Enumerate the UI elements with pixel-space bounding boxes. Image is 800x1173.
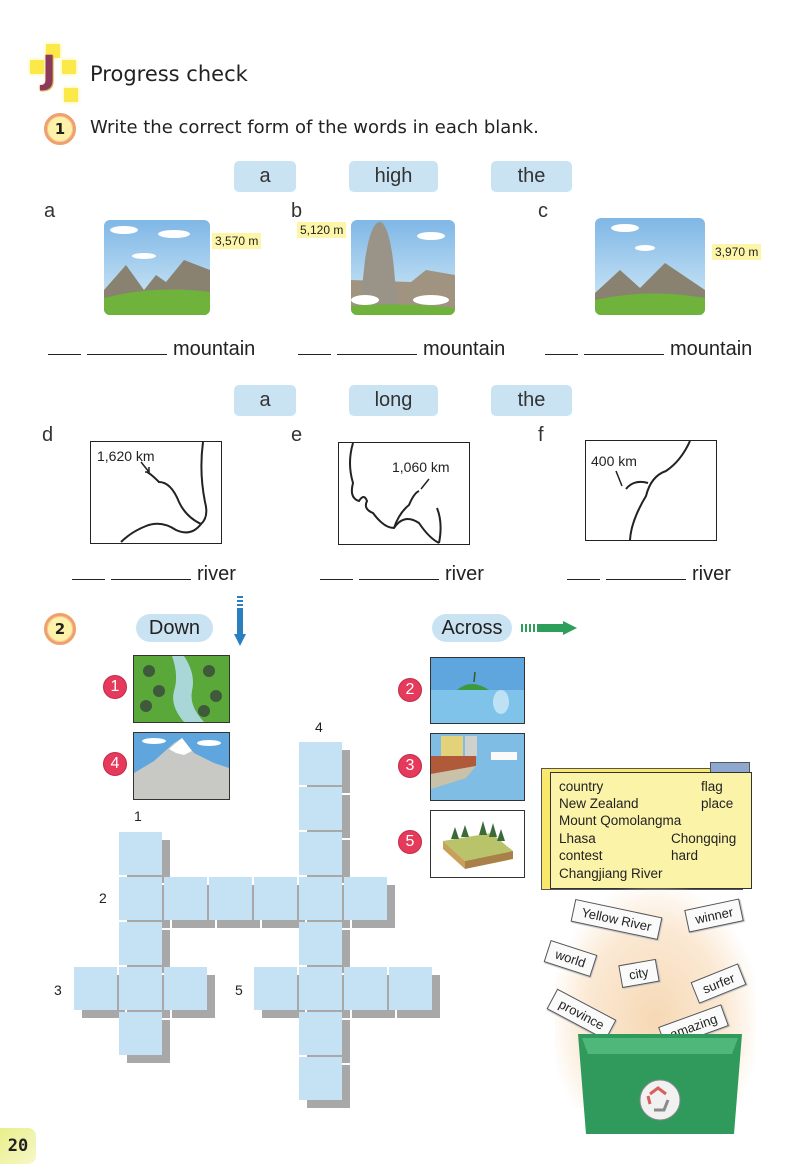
- down-arrow-icon: [234, 596, 246, 646]
- answer-line-f[interactable]: river: [567, 563, 731, 586]
- crossword-cell[interactable]: [74, 967, 117, 1010]
- across-label: Across: [432, 614, 512, 642]
- crossword-cell[interactable]: [299, 922, 342, 965]
- word-box-item: hard: [671, 848, 699, 863]
- mountain-b-picture: [351, 220, 455, 315]
- crossword-cell[interactable]: [299, 1057, 342, 1100]
- answer-line-e[interactable]: river: [320, 563, 484, 586]
- word-box-item: Changjiang River: [559, 866, 663, 881]
- grid-number-4: 4: [315, 719, 323, 735]
- clue-badge-2: 2: [398, 678, 422, 702]
- item-a-letter: a: [44, 200, 56, 222]
- river-e-map: [338, 442, 470, 545]
- clue-badge-3: 3: [398, 754, 422, 778]
- clue-2-island-picture: [430, 657, 525, 724]
- word-box-item: Mount Qomolangma: [559, 813, 682, 828]
- answer-line-c[interactable]: mountain: [545, 338, 752, 361]
- clue-4-snowy-mountain-picture: [133, 732, 230, 800]
- crossword-cell[interactable]: [299, 967, 342, 1010]
- word-box-item: Lhasa: [559, 831, 596, 846]
- mountain-c-picture: [595, 218, 705, 315]
- mountain-a-picture: [104, 220, 210, 315]
- item-c-letter: c: [538, 200, 548, 222]
- exercise-1-instruction: Write the correct form of the words in e…: [90, 117, 539, 138]
- crossword-cell[interactable]: [164, 967, 207, 1010]
- word-box-item: country: [559, 779, 604, 794]
- grid-number-3: 3: [54, 982, 62, 998]
- word-chip-high: high: [349, 161, 438, 192]
- word-box-item: Chongqing: [671, 831, 737, 846]
- crossword-cell[interactable]: [299, 832, 342, 875]
- word-box-tab: [710, 762, 750, 773]
- word-chip-a: a: [234, 161, 296, 192]
- grid-number-1: 1: [134, 808, 142, 824]
- word-chip-the: the: [491, 161, 572, 192]
- word-box-item: contest: [559, 848, 603, 863]
- crossword-cell[interactable]: [119, 832, 162, 875]
- recycle-icon: [626, 1078, 654, 1106]
- height-label-a: 3,570 m: [212, 233, 262, 249]
- clue-badge-5: 5: [398, 830, 422, 854]
- section-title: Progress check: [90, 62, 248, 86]
- clue-5-land-block-picture: [430, 810, 525, 878]
- length-label-e: 1,060 km: [392, 459, 450, 475]
- across-arrow-icon: [521, 621, 577, 635]
- grid-number-5: 5: [235, 982, 243, 998]
- grid-number-2: 2: [99, 890, 107, 906]
- clue-badge-4: 4: [103, 752, 127, 776]
- crossword-cell[interactable]: [209, 877, 252, 920]
- down-label: Down: [136, 614, 213, 642]
- item-f-letter: f: [538, 424, 544, 446]
- word-chip-long: long: [349, 385, 438, 416]
- answer-line-b[interactable]: mountain: [298, 338, 505, 361]
- clue-1-forest-river-picture: [133, 655, 230, 723]
- item-e-letter: e: [291, 424, 303, 446]
- clue-3-harbour-city-picture: [430, 733, 525, 801]
- word-box-item: place: [701, 796, 734, 811]
- exercise-2-badge: 2: [44, 613, 76, 645]
- exercise-1-badge: 1: [44, 113, 76, 145]
- item-b-letter: b: [291, 200, 303, 222]
- crossword-cell[interactable]: [254, 967, 297, 1010]
- crossword-cell[interactable]: [119, 967, 162, 1010]
- item-d-letter: d: [42, 424, 54, 446]
- section-letter: J: [42, 48, 57, 92]
- word-box-item: flag: [701, 779, 723, 794]
- height-label-c: 3,970 m: [712, 244, 762, 260]
- crossword-cell[interactable]: [299, 877, 342, 920]
- crossword-cell[interactable]: [119, 1012, 162, 1055]
- length-label-d: 1,620 km: [97, 448, 155, 464]
- page-number: 20: [0, 1128, 36, 1164]
- crossword-cell[interactable]: [164, 877, 207, 920]
- crossword-cell[interactable]: [299, 787, 342, 830]
- answer-line-a[interactable]: mountain: [48, 338, 255, 361]
- river-f-map: [585, 440, 717, 541]
- crossword-cell[interactable]: [299, 1012, 342, 1055]
- crossword-cell[interactable]: [299, 742, 342, 785]
- crossword-cell[interactable]: [119, 877, 162, 920]
- section-j-icon: J: [30, 44, 78, 104]
- recycle-bin: [578, 1034, 742, 1134]
- crossword-cell[interactable]: [119, 922, 162, 965]
- word-chip-a: a: [234, 385, 296, 416]
- river-d-map: [90, 441, 222, 544]
- word-box-item: New Zealand: [559, 796, 639, 811]
- height-label-b: 5,120 m: [297, 222, 347, 238]
- word-chip-the: the: [491, 385, 572, 416]
- crossword-cell[interactable]: [254, 877, 297, 920]
- crossword-cell[interactable]: [344, 967, 387, 1010]
- word-box: country flag New Zealand place Mount Qom…: [550, 772, 752, 889]
- answer-line-d[interactable]: river: [72, 563, 236, 586]
- crossword-cell[interactable]: [389, 967, 432, 1010]
- clue-badge-1: 1: [103, 675, 127, 699]
- length-label-f: 400 km: [591, 453, 637, 469]
- crossword-cell[interactable]: [344, 877, 387, 920]
